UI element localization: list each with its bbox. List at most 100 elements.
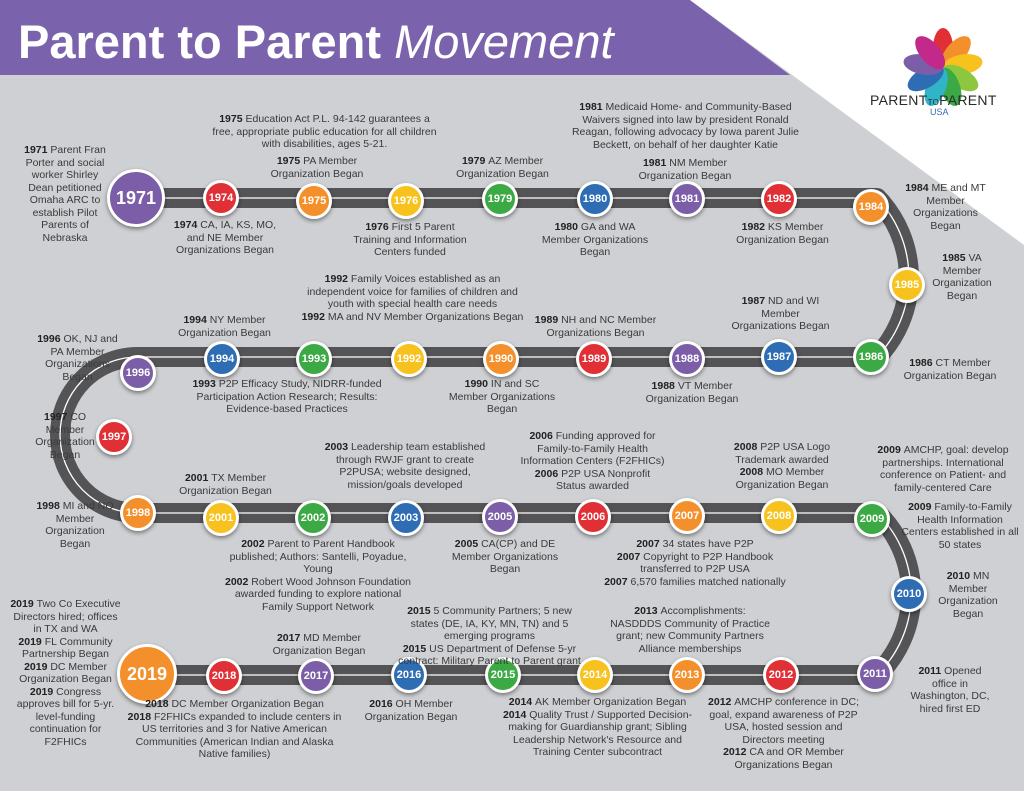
annotation-2015: 2015 5 Community Partners; 5 new states … — [392, 605, 587, 668]
annotation-entry: 2012 CA and OR Member Organizations Bega… — [723, 746, 844, 771]
annotation-1992: 1992 Family Voices established as an ind… — [295, 273, 530, 323]
annotation-entry: 2014 Quality Trust / Supported Decision-… — [502, 708, 693, 759]
annotation-entry: 2006 Funding approved for Family-to-Fami… — [520, 430, 665, 467]
year-node-1998: 1998 — [120, 495, 156, 531]
annotation-entry: 2001 TX Member Organization Began — [179, 472, 272, 497]
year-node-1982: 1982 — [761, 181, 797, 217]
annotation-entry: 1975 PA Member Organization Began — [270, 155, 364, 180]
year-node-1980: 1980 — [577, 181, 613, 217]
annotation-2010: 2010 MN Member Organization Began — [928, 570, 1008, 620]
logo-wordmark: PARENTTOPARENT — [870, 92, 997, 108]
year-node-2005: 2005 — [482, 499, 518, 535]
annotation-entry: 1988 VT Member Organization Began — [645, 380, 739, 405]
annotation-2001: 2001 TX Member Organization Began — [168, 472, 283, 497]
year-node-2017: 2017 — [298, 658, 334, 694]
annotation-entry: 1989 NH and NC Member Organizations Bega… — [534, 314, 657, 339]
annotation-2006: 2006 Funding approved for Family-to-Fami… — [520, 430, 665, 493]
annotation-entry: 1984 ME and MT Member Organizations Bega… — [905, 182, 986, 232]
annotation-2003: 2003 Leadership team established through… — [320, 441, 490, 491]
year-node-2018: 2018 — [206, 658, 242, 694]
annotation-entry: 2015 5 Community Partners; 5 new states … — [407, 605, 572, 642]
annotation-entry: 1986 CT Member Organization Began — [903, 357, 997, 382]
annotation-entry: 2008 MO Member Organization Began — [735, 466, 829, 491]
annotation-1975a: 1975 Education Act P.L. 94-142 guarantee… — [212, 113, 437, 151]
year-node-1984: 1984 — [853, 189, 889, 225]
annotation-entry: 2009 Family-to-Family Health Information… — [901, 501, 1019, 551]
annotation-entry: 2012 AMCHP conference in DC; goal, expan… — [708, 696, 859, 746]
year-node-2008: 2008 — [761, 498, 797, 534]
year-node-1988: 1988 — [669, 341, 705, 377]
annotation-entry: 1992 MA and NV Member Organizations Bega… — [301, 310, 524, 323]
annotation-1981a: 1981 Medicaid Home- and Community-Based … — [568, 101, 803, 151]
year-node-2009: 2009 — [854, 501, 890, 537]
annotation-1982: 1982 KS Member Organization Began — [730, 221, 835, 246]
annotation-1985: 1985 VA Member Organization Began — [927, 252, 997, 302]
page-title: Parent to Parent Movement — [18, 12, 614, 72]
title-main: Parent to Parent — [18, 15, 382, 68]
year-node-1993: 1993 — [296, 341, 332, 377]
year-node-2006: 2006 — [575, 499, 611, 535]
annotation-entry: 2007 34 states have P2P — [636, 538, 754, 550]
year-node-2002: 2002 — [295, 500, 331, 536]
year-node-1975: 1975 — [296, 183, 332, 219]
annotation-entry: 1998 MI and NO Member Organization Began — [36, 500, 114, 550]
year-node-1971: 1971 — [107, 169, 165, 227]
annotation-entry: 1981 Medicaid Home- and Community-Based … — [571, 101, 800, 151]
annotation-entry: 2003 Leadership team established through… — [324, 441, 486, 491]
annotation-2009b: 2009 Family-to-Family Health Information… — [900, 501, 1020, 551]
annotation-entry: 2019 FL Community Partnership Began — [18, 635, 113, 661]
annotation-entry: 2019 DC Member Organization Began — [19, 660, 112, 686]
annotation-2017: 2017 MD Member Organization Began — [264, 632, 374, 657]
year-node-1996: 1996 — [120, 355, 156, 391]
year-node-2014: 2014 — [577, 657, 613, 693]
annotation-1997: 1997 CO Member Organization Began — [30, 411, 100, 461]
annotation-entry: 1975 Education Act P.L. 94-142 guarantee… — [212, 113, 437, 150]
title-italic: Movement — [394, 15, 614, 68]
annotation-entry: 2007 Copyright to P2P Handbook transferr… — [616, 550, 774, 576]
annotation-entry: 1993 P2P Efficacy Study, NIDRR-funded Pa… — [192, 378, 382, 415]
annotation-entry: 1987 ND and WI Member Organizations Bega… — [731, 295, 830, 332]
annotation-entry: 2013 Accomplishments: NASDDDS Community … — [610, 605, 770, 655]
annotation-2009a: 2009 AMCHP, goal: develop partnerships. … — [868, 444, 1018, 494]
annotation-1980: 1980 GA and WA Member Organizations Bega… — [540, 221, 650, 259]
annotation-entry: 2011 Opened office in Washington, DC, hi… — [910, 665, 990, 715]
year-node-1974: 1974 — [203, 180, 239, 216]
annotation-entry: 2010 MN Member Organization Began — [938, 570, 998, 620]
year-node-1990: 1990 — [483, 341, 519, 377]
annotation-2002: 2002 Parent to Parent Handbook published… — [218, 538, 418, 613]
annotation-2012: 2012 AMCHP conference in DC; goal, expan… — [706, 696, 861, 771]
year-node-1997: 1997 — [96, 419, 132, 455]
annotation-2013: 2013 Accomplishments: NASDDDS Community … — [610, 605, 770, 655]
year-node-2010: 2010 — [891, 576, 927, 612]
year-node-2007: 2007 — [669, 498, 705, 534]
timeline-road — [50, 188, 922, 685]
annotation-1988: 1988 VT Member Organization Began — [637, 380, 747, 405]
annotation-2019: 2019 Two Co Executive Directors hired; o… — [8, 598, 123, 748]
annotation-entry: 2005 CA(CP) and DE Member Organizations … — [451, 538, 559, 575]
year-node-2016: 2016 — [391, 657, 427, 693]
annotation-1996: 1996 OK, NJ and PA Member Organizations … — [30, 333, 125, 383]
annotation-1981b: 1981 NM Member Organization Began — [635, 157, 735, 182]
annotation-entry: 1974 CA, IA, KS, MO, and NE Member Organ… — [173, 219, 277, 256]
annotation-entry: 2009 AMCHP, goal: develop partnerships. … — [877, 444, 1009, 494]
annotation-1975b: 1975 PA Member Organization Began — [262, 155, 372, 180]
year-node-1992: 1992 — [391, 341, 427, 377]
year-node-1989: 1989 — [576, 341, 612, 377]
logo-sub: USA — [930, 107, 949, 117]
annotation-1976: 1976 First 5 Parent Training and Informa… — [350, 221, 470, 259]
annotation-entry: 1971 Parent Fran Porter and social worke… — [24, 144, 106, 244]
annotation-1974: 1974 CA, IA, KS, MO, and NE Member Organ… — [170, 219, 280, 257]
annotation-entry: 1982 KS Member Organization Began — [736, 221, 829, 246]
year-node-1985: 1985 — [889, 267, 925, 303]
annotation-1994: 1994 NY Member Organization Began — [172, 314, 277, 339]
annotation-1971: 1971 Parent Fran Porter and social worke… — [20, 144, 110, 244]
title-banner — [0, 0, 790, 75]
annotation-entry: 2007 6,570 families matched nationally — [604, 575, 786, 588]
annotation-1998: 1998 MI and NO Member Organization Began — [30, 500, 120, 550]
annotation-entry: 2006 P2P USA Nonprofit Status awarded — [534, 467, 651, 493]
annotation-1993: 1993 P2P Efficacy Study, NIDRR-funded Pa… — [192, 378, 382, 416]
